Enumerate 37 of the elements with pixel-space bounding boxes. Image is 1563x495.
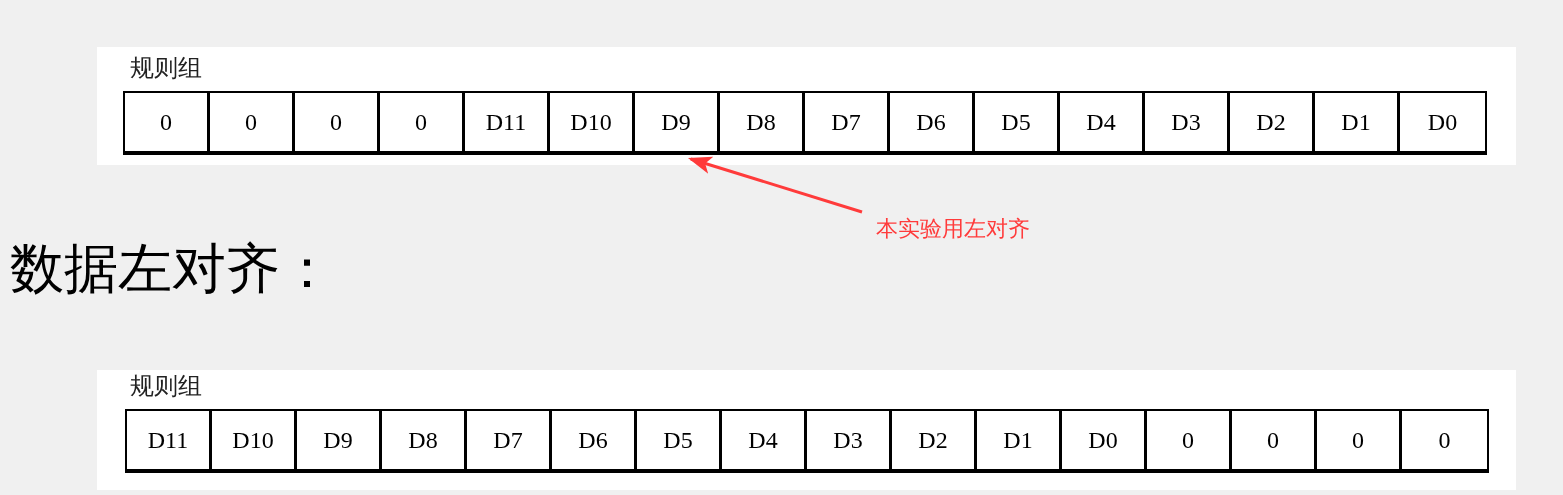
bit-cell: D1 xyxy=(1315,93,1400,151)
bit-cell: D3 xyxy=(1145,93,1230,151)
bit-cell: D9 xyxy=(635,93,720,151)
bit-cell: D2 xyxy=(1230,93,1315,151)
bit-cell: 0 xyxy=(1402,411,1487,469)
annotation-text: 本实验用左对齐 xyxy=(876,218,1030,240)
bit-cell: D6 xyxy=(552,411,637,469)
section-heading: 数据左对齐： xyxy=(10,242,334,296)
bit-cell: D7 xyxy=(467,411,552,469)
bit-cell: 0 xyxy=(125,93,210,151)
bit-cell: D7 xyxy=(805,93,890,151)
bit-cell: 0 xyxy=(295,93,380,151)
arrow xyxy=(687,156,863,214)
bit-cell: 0 xyxy=(210,93,295,151)
bit-cell: D0 xyxy=(1400,93,1485,151)
bit-cell: D9 xyxy=(297,411,382,469)
bit-cell: D5 xyxy=(637,411,722,469)
bit-cell: D6 xyxy=(890,93,975,151)
bit-cell: 0 xyxy=(1147,411,1232,469)
bit-cell: 0 xyxy=(380,93,465,151)
bit-cell: D10 xyxy=(212,411,297,469)
bit-cell: D0 xyxy=(1062,411,1147,469)
bit-cell: D11 xyxy=(127,411,212,469)
bit-cell: D8 xyxy=(382,411,467,469)
bit-cell: D1 xyxy=(977,411,1062,469)
bit-cell: D5 xyxy=(975,93,1060,151)
bit-cell: 0 xyxy=(1232,411,1317,469)
table-caption: 规则组 xyxy=(130,374,202,398)
bit-cell: 0 xyxy=(1317,411,1402,469)
bit-cell: D10 xyxy=(550,93,635,151)
bit-cell: D8 xyxy=(720,93,805,151)
table-caption: 规则组 xyxy=(130,56,202,80)
bit-cell: D2 xyxy=(892,411,977,469)
bit-cell: D4 xyxy=(1060,93,1145,151)
bit-cell: D3 xyxy=(807,411,892,469)
bit-cell: D4 xyxy=(722,411,807,469)
bit-cell: D11 xyxy=(465,93,550,151)
